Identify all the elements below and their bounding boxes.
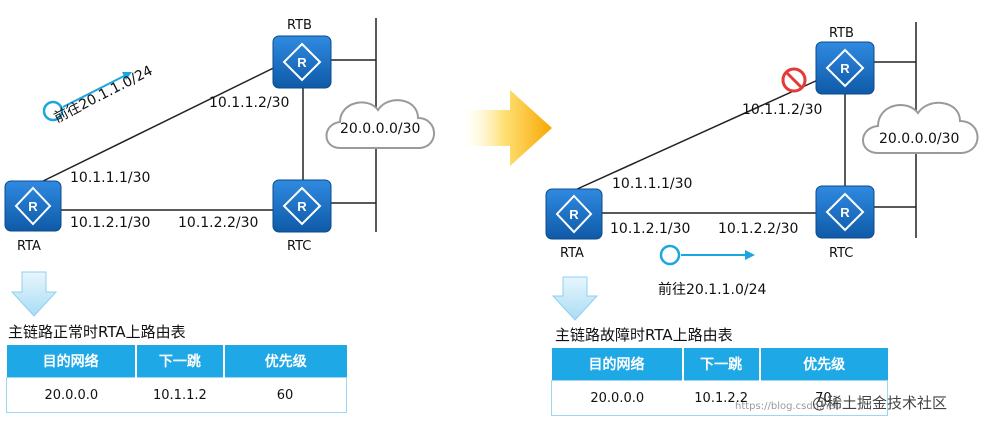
dest-flow-arrow <box>42 72 132 122</box>
right-topology: R R R <box>545 22 979 321</box>
cloud-label: 20.0.0.0/30 <box>340 121 421 137</box>
ip-label-rta-b: 10.1.1.1/30 <box>70 170 151 186</box>
down-arrow-icon <box>551 276 599 321</box>
ip-label-rtc-a: 10.1.2.2/30 <box>718 221 799 237</box>
ip-label-rta-b: 10.1.1.1/30 <box>612 176 693 192</box>
router-icon: R <box>4 180 62 232</box>
watermark-text: @稀土掘金技术社区 <box>812 394 948 412</box>
dest-label: 前往20.1.1.0/24 <box>658 282 767 298</box>
ip-label-rta-c: 10.1.2.1/30 <box>610 221 691 237</box>
table-title: 主链路正常时RTA上路由表 <box>8 323 186 341</box>
router-label-rtc: RTC <box>287 239 312 254</box>
ip-label-rtc-a: 10.1.2.2/30 <box>178 215 259 231</box>
watermark-url: https://blog.csdn.net <box>735 401 839 412</box>
router-label-rta: RTA <box>17 239 41 254</box>
header-nexthop: 下一跳 <box>682 348 761 381</box>
svg-text:R: R <box>569 207 579 222</box>
header-priority: 优先级 <box>224 345 347 378</box>
router-label-rtb: RTB <box>829 26 854 41</box>
left-topology: R R R <box>4 18 435 317</box>
cell-priority: 60 <box>224 377 347 413</box>
router-icon: R <box>272 179 332 233</box>
cell-nexthop: 10.1.1.2 <box>135 377 225 413</box>
cloud-icon <box>862 101 979 154</box>
cell-nexthop: 10.1.2.2 <box>682 380 760 416</box>
router-icon: R <box>815 41 875 95</box>
table-row: 20.0.0.0 10.1.1.2 60 <box>6 377 347 413</box>
cloud-label: 20.0.0.0/30 <box>879 131 960 147</box>
svg-text:R: R <box>840 205 850 220</box>
ip-label-rta-c: 10.1.2.1/30 <box>70 215 151 231</box>
header-dest: 目的网络 <box>6 345 137 378</box>
ip-label-rtb-a: 10.1.1.2/30 <box>209 95 290 111</box>
cell-dest: 20.0.0.0 <box>6 377 136 413</box>
cloud-icon <box>325 99 435 149</box>
router-label-rtc: RTC <box>829 246 854 261</box>
svg-text:R: R <box>28 199 38 214</box>
down-arrow-icon <box>10 271 58 317</box>
router-label-rtb: RTB <box>287 18 312 33</box>
cell-priority: 70 <box>759 380 888 416</box>
table-header-row: 目的网络 下一跳 优先级 <box>551 348 888 381</box>
router-label-rta: RTA <box>560 246 584 261</box>
router-icon: R <box>272 35 332 89</box>
table-row: 20.0.0.0 10.1.2.2 70 <box>551 380 888 416</box>
router-icon: R <box>815 185 875 239</box>
transition-arrow-icon <box>462 90 552 166</box>
ip-label-rtb-a: 10.1.1.2/30 <box>742 102 823 118</box>
router-icon: R <box>545 188 603 240</box>
table-header-row: 目的网络 下一跳 优先级 <box>6 345 347 378</box>
dest-flow-arrow <box>659 244 755 266</box>
svg-text:R: R <box>840 61 850 76</box>
svg-text:R: R <box>297 55 307 70</box>
routing-table: 目的网络 下一跳 优先级 20.0.0.0 10.1.1.2 60 <box>6 345 347 413</box>
table-title: 主链路故障时RTA上路由表 <box>555 326 733 344</box>
header-priority: 优先级 <box>759 348 888 381</box>
header-nexthop: 下一跳 <box>135 345 226 378</box>
header-dest: 目的网络 <box>551 348 684 381</box>
svg-text:R: R <box>297 199 307 214</box>
cell-dest: 20.0.0.0 <box>551 380 683 416</box>
link-down-icon <box>781 67 807 93</box>
link-rta-rtb <box>34 54 301 186</box>
routing-table: 目的网络 下一跳 优先级 20.0.0.0 10.1.2.2 70 <box>551 348 888 416</box>
